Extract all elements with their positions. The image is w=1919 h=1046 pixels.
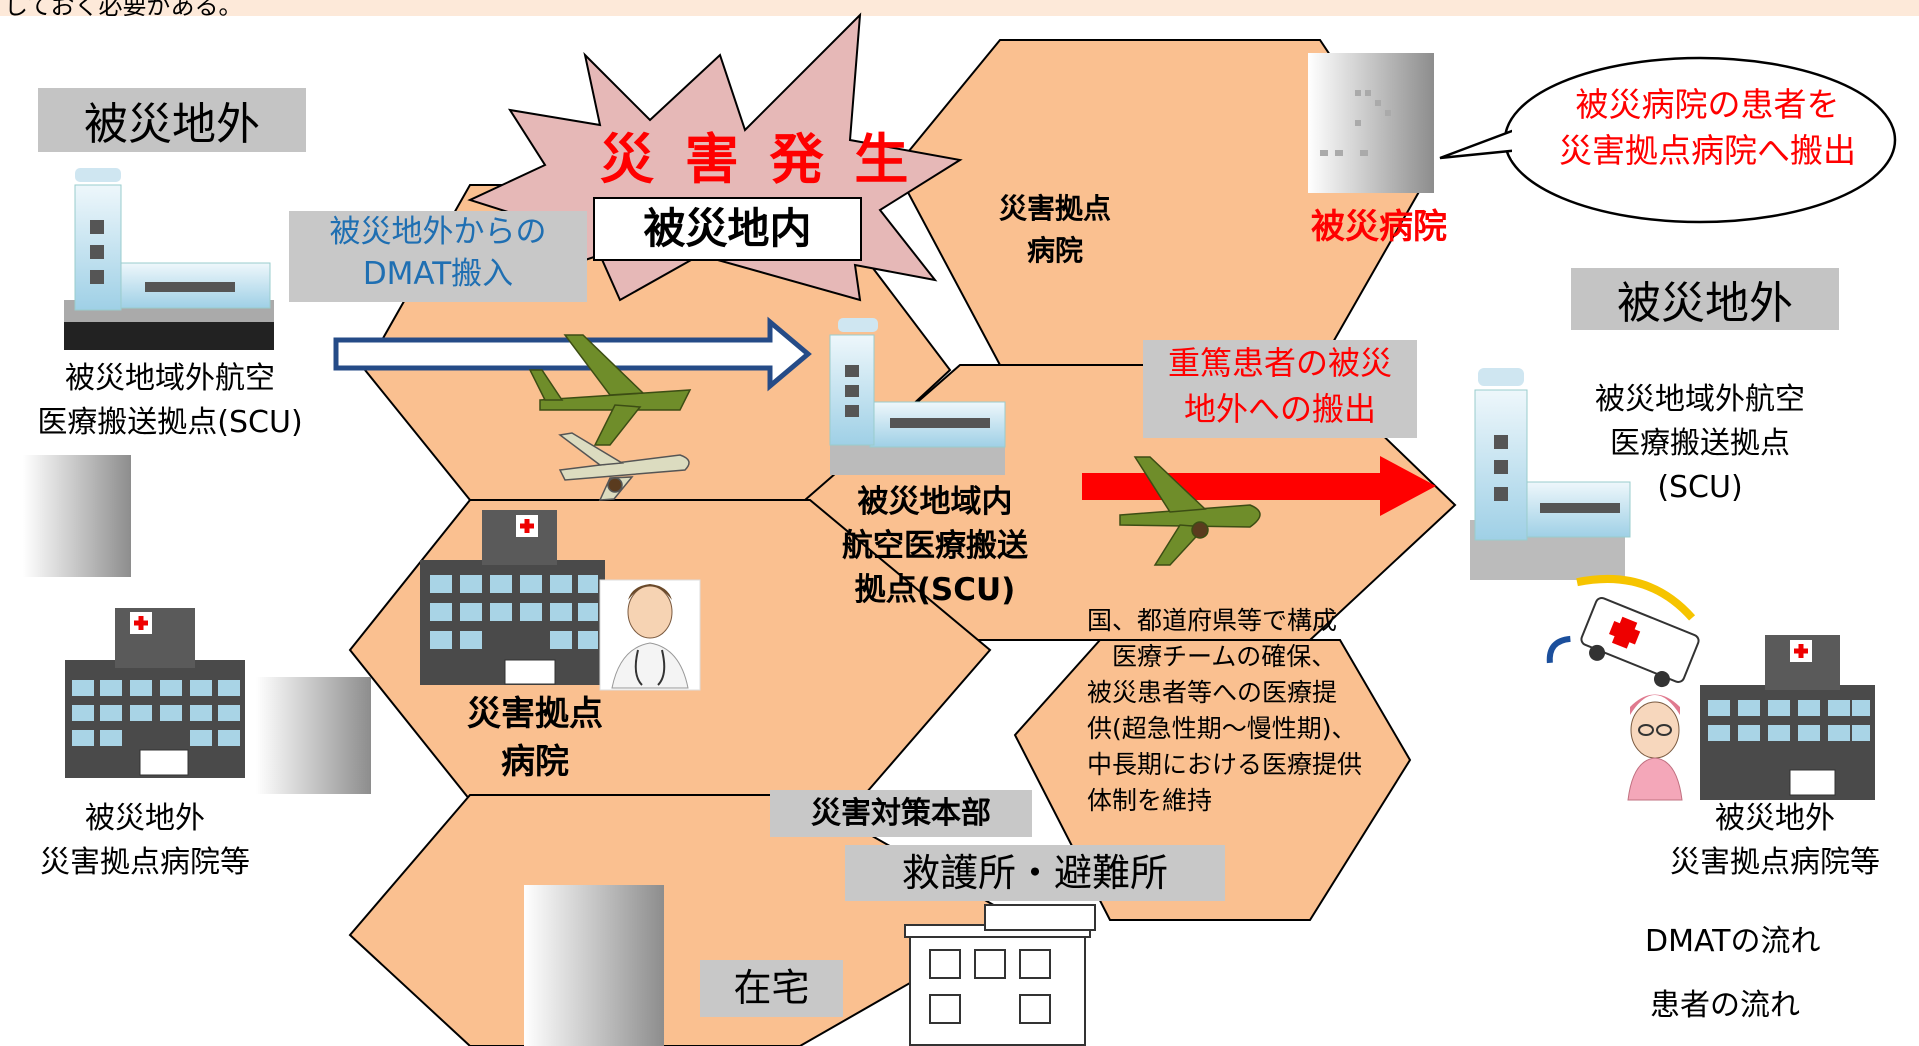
label-inside-area: 被災地内 xyxy=(593,197,862,261)
speech-bubble xyxy=(1439,56,1897,224)
label-hospital-right-line2: 災害拠点病院等 xyxy=(1670,845,1880,880)
label-base-hospital-top-line2: 病院 xyxy=(1026,234,1083,267)
label-critical-out-line2: 地外への搬出 xyxy=(1183,390,1376,428)
label-scu-left-line1: 被災地域外航空 xyxy=(65,361,275,396)
label-scu-right: 被災地域外航空 医療搬送拠点 (SCU) xyxy=(1540,378,1860,510)
team-desc-line5: 中長期における医療提供 xyxy=(1087,750,1363,779)
team-desc-line2: 医療チームの確保、 xyxy=(1087,642,1337,671)
team-desc-line3: 被災患者等への医療提 xyxy=(1087,678,1338,707)
label-hospital-left-line2: 災害拠点病院等 xyxy=(40,845,250,880)
nurse-icon xyxy=(1627,694,1683,801)
top-banner: しておく必要がある。 xyxy=(0,0,1919,16)
airport-building-icon-right xyxy=(1470,368,1631,580)
label-scu-inside-line1: 被災地域内 xyxy=(857,484,1013,520)
airplane-icon-1 xyxy=(528,334,692,446)
speech-bubble-text: 被災病院の患者を 災害拠点病院へ搬出 xyxy=(1530,82,1885,174)
label-dmat-in-line1: 被災地外からの xyxy=(329,214,547,250)
disaster-title: 災 害 発 生 xyxy=(600,128,915,191)
label-base-hospital-mid-line2: 病院 xyxy=(501,742,569,782)
label-scu-inside-line3: 拠点(SCU) xyxy=(854,572,1016,608)
label-critical-out-line1: 重篤患者の被災 xyxy=(1167,344,1392,382)
label-base-hospital-mid-line1: 災害拠点 xyxy=(467,694,603,734)
label-scu-right-line1: 被災地域外航空 xyxy=(1595,382,1805,417)
hospital-building-icon-center xyxy=(420,510,605,685)
speech-bubble-line1: 被災病院の患者を xyxy=(1575,85,1840,124)
label-critical-out: 重篤患者の被災 地外への搬出 xyxy=(1143,340,1417,438)
label-scu-left-line2: 医療搬送拠点(SCU) xyxy=(37,405,303,440)
legend-dmat-flow: DMATの流れ xyxy=(1645,924,1821,959)
label-scu-right-line2: 医療搬送拠点 xyxy=(1610,426,1790,461)
team-desc-line6: 体制を維持 xyxy=(1087,786,1213,815)
label-outside-right: 被災地外 xyxy=(1571,268,1839,330)
label-base-hospital-top-line1: 災害拠点 xyxy=(998,192,1111,225)
label-base-hospital-top: 災害拠点 病院 xyxy=(985,188,1125,272)
label-scu-left: 被災地域外航空 医療搬送拠点(SCU) xyxy=(10,357,330,445)
top-banner-text: しておく必要がある。 xyxy=(4,0,243,16)
label-scu-inside: 被災地域内 航空医療搬送 拠点(SCU) xyxy=(820,480,1050,612)
label-hospital-left: 被災地外 災害拠点病院等 xyxy=(0,797,290,885)
team-desc-line4: 供(超急性期～慢性期)、 xyxy=(1087,714,1357,743)
placeholder-box-4 xyxy=(1308,53,1434,193)
airplane-icon-3 xyxy=(1119,456,1261,566)
label-dmat-in-line2: DMAT搬入 xyxy=(362,256,514,292)
dmat-flow-arrow xyxy=(333,316,812,392)
label-scu-right-line3: (SCU) xyxy=(1657,470,1743,505)
label-affected-hospital: 被災病院 xyxy=(1311,207,1447,247)
label-dmat-in: 被災地外からの DMAT搬入 xyxy=(289,211,587,302)
speech-bubble-line2: 災害拠点病院へ搬出 xyxy=(1559,131,1856,170)
placeholder-box-3 xyxy=(524,885,664,1046)
label-hospital-left-line1: 被災地外 xyxy=(85,801,205,836)
label-shelter: 救護所・避難所 xyxy=(845,845,1225,901)
hospital-building-icon-left xyxy=(65,608,245,778)
hospital-building-icon-right xyxy=(1700,635,1875,800)
airport-building-icon-center xyxy=(829,318,1006,475)
label-hospital-right: 被災地外 災害拠点病院等 xyxy=(1640,797,1910,885)
patient-flow-arrow xyxy=(1082,456,1436,516)
legend-patient-flow: 患者の流れ xyxy=(1650,988,1800,1023)
doctor-icon xyxy=(599,579,701,691)
label-base-hospital-mid: 災害拠点 病院 xyxy=(450,690,620,786)
label-scu-inside-line2: 航空医療搬送 xyxy=(842,528,1028,564)
label-hospital-right-line1: 被災地外 xyxy=(1715,801,1835,836)
placeholder-box-1 xyxy=(23,455,131,577)
team-description: 国、都道府県等で構成 医療チームの確保、 被災患者等への医療提 供(超急性期～慢… xyxy=(1087,603,1417,819)
label-hq: 災害対策本部 xyxy=(770,790,1032,837)
placeholder-box-2 xyxy=(256,677,371,794)
label-home: 在宅 xyxy=(700,960,843,1017)
airport-building-icon-left xyxy=(64,168,274,350)
team-desc-line1: 国、都道府県等で構成 xyxy=(1087,606,1338,635)
label-outside-left: 被災地外 xyxy=(38,88,306,152)
ambulance-icon xyxy=(1546,574,1700,688)
shelter-building-icon xyxy=(904,904,1096,1046)
airplane-icon-2 xyxy=(558,432,690,501)
building-pattern xyxy=(1320,90,1391,156)
